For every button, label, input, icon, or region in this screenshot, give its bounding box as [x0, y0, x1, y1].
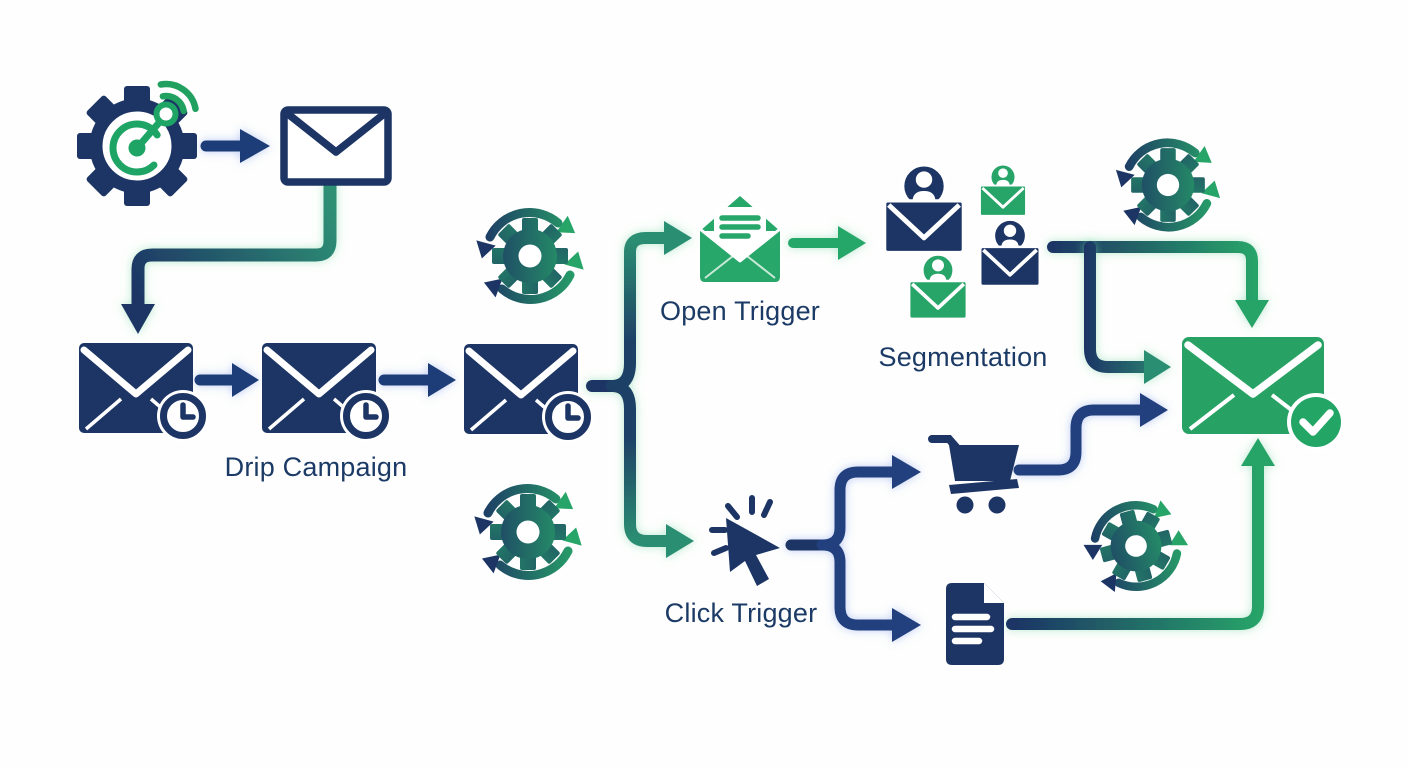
connector-drip1-to-drip2: [194, 363, 259, 397]
connector-doc-to-final: [1006, 438, 1275, 630]
sync-gear-icon: [472, 212, 588, 299]
drip-campaign-label: Drip Campaign: [224, 452, 408, 482]
connector-segmentation-to-final-side: [1084, 241, 1171, 384]
connector-cart-to-final: [1013, 393, 1168, 476]
connector-drip2-to-drip3: [378, 363, 456, 397]
gear-signal-icon: [77, 80, 199, 206]
document-icon: [946, 583, 1004, 665]
audience-envelope-green-medium: [907, 252, 969, 321]
shopping-cart-icon: [928, 435, 1019, 514]
connector-segmentation-to-final-top: [1047, 241, 1269, 328]
cursor-click-icon: [709, 495, 780, 586]
connector-email-to-drip: [121, 179, 337, 334]
open-trigger-label: Open Trigger: [660, 296, 820, 326]
envelope-outline-icon: [280, 106, 392, 186]
audience-envelope-icons: [885, 163, 1042, 321]
connector-gear-to-email: [200, 129, 270, 163]
envelope-check-icon: [1182, 337, 1345, 451]
audience-envelope-green-small: [978, 163, 1028, 218]
envelope-clock-icon: [262, 343, 392, 442]
segmentation-label: Segmentation: [878, 342, 1048, 372]
click-trigger-label: Click Trigger: [664, 598, 818, 628]
sync-gear-icon: [1112, 143, 1224, 227]
audience-envelope-navy-medium: [978, 217, 1042, 288]
open-envelope-icon: [699, 196, 781, 282]
sync-gear-icon: [470, 488, 586, 575]
connector-open-to-segmentation: [788, 226, 866, 260]
audience-envelope-navy-large: [885, 165, 964, 253]
connector-click-split: [785, 455, 921, 642]
envelope-clock-icon: [79, 343, 209, 442]
sync-gear-icon: [1073, 492, 1199, 599]
connector-branch-triggers: [586, 221, 694, 558]
envelope-clock-icon: [464, 344, 594, 443]
